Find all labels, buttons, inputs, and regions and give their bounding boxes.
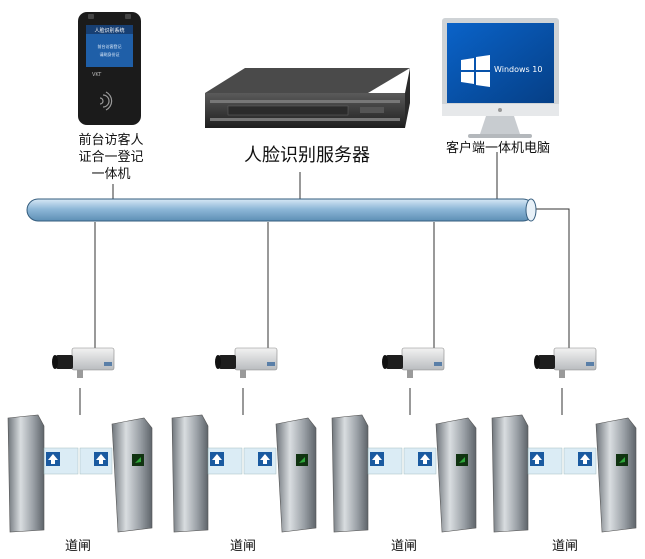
windows-logo-icon [461, 55, 490, 87]
terminal-screen-title: 人脸识别系统 [94, 27, 124, 34]
turnstile-gate-icon [491, 414, 637, 533]
entry-arrow-icon [94, 452, 108, 466]
entry-arrow-icon [210, 452, 224, 466]
entry-arrow-icon [258, 452, 272, 466]
gates [7, 414, 637, 533]
entry-arrow-icon [46, 452, 60, 466]
gate-label: 道闸 [64, 539, 91, 554]
windows-label: Windows 10 [494, 65, 542, 74]
turnstile-gate-icon [171, 414, 317, 533]
turnstile-gate-icon [7, 414, 153, 533]
green-arrow-icon [296, 454, 308, 466]
network-bus-pipe [26, 198, 537, 222]
green-arrow-icon [132, 454, 144, 466]
camera-icon [382, 347, 445, 378]
gate-label: 道闸 [390, 539, 417, 554]
camera-4-link [536, 208, 570, 368]
terminal-brand: VKT [92, 72, 102, 78]
camera-icon [52, 347, 115, 378]
green-arrow-icon [456, 454, 468, 466]
camera-icon [534, 347, 597, 378]
client-pc: Windows 10 [442, 18, 559, 138]
registration-terminal: 人脸识别系统 前台访客登记 请刷身份证 VKT [78, 12, 141, 125]
entry-arrow-icon [530, 452, 544, 466]
cameras [52, 347, 597, 378]
connection-lines [79, 152, 570, 415]
terminal-label: 前台访客人 证合一登记 一体机 [78, 133, 144, 182]
gate-label: 道闸 [551, 539, 578, 554]
camera-icon [215, 347, 278, 378]
pc-label: 客户端一体机电脑 [445, 141, 550, 156]
terminal-screen-line: 前台访客登记 [98, 43, 122, 49]
gate-label: 道闸 [229, 539, 256, 554]
server-label: 人脸识别服务器 [244, 145, 370, 166]
green-arrow-icon [616, 454, 628, 466]
entry-arrow-icon [418, 452, 432, 466]
entry-arrow-icon [578, 452, 592, 466]
turnstile-gate-icon [331, 414, 477, 533]
face-recognition-server [205, 68, 410, 128]
terminal-screen-line: 请刷身份证 [100, 51, 120, 57]
nfc-icon [99, 91, 113, 111]
entry-arrow-icon [370, 452, 384, 466]
